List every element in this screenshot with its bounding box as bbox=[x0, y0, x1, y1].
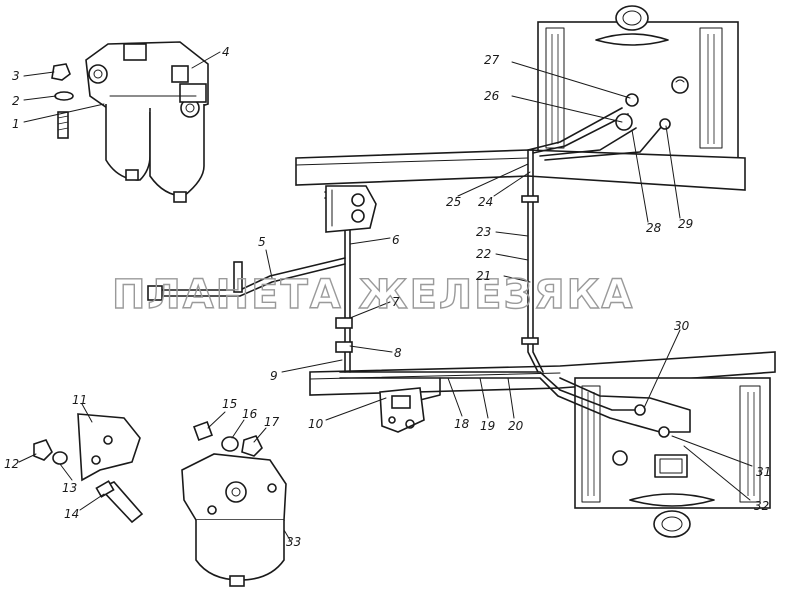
callout-6: 6 bbox=[392, 233, 400, 247]
upper-fuel-tank bbox=[537, 5, 739, 161]
washer-2 bbox=[54, 91, 74, 101]
callout-15: 15 bbox=[222, 397, 237, 411]
callout-5: 5 bbox=[258, 235, 266, 249]
callout-12: 12 bbox=[4, 457, 19, 471]
callout-29: 29 bbox=[678, 217, 693, 231]
callout-20: 20 bbox=[508, 419, 524, 433]
callout-32: 32 bbox=[754, 499, 769, 513]
callout-14: 14 bbox=[64, 507, 79, 521]
line-fittings bbox=[147, 93, 671, 438]
callout-16: 16 bbox=[242, 407, 258, 421]
single-fuel-filter bbox=[181, 421, 287, 587]
callout-18: 18 bbox=[454, 417, 470, 431]
callout-11: 11 bbox=[72, 393, 87, 407]
nut-3 bbox=[51, 63, 71, 81]
callout-7: 7 bbox=[392, 295, 400, 309]
upper-frame-rail bbox=[295, 149, 746, 191]
callout-30: 30 bbox=[674, 319, 690, 333]
double-fuel-filter bbox=[85, 41, 209, 203]
callout-28: 28 bbox=[646, 221, 662, 235]
callout-26: 26 bbox=[484, 89, 500, 103]
mounting-bracket bbox=[325, 185, 377, 233]
callout-4: 4 bbox=[222, 45, 230, 59]
callout-24: 24 bbox=[478, 195, 493, 209]
stud-1 bbox=[57, 111, 69, 139]
leader-lines bbox=[18, 51, 753, 541]
callout-numbers: 1 2 3 4 5 6 7 8 9 10 11 12 13 14 15 16 1… bbox=[4, 45, 771, 549]
callout-17: 17 bbox=[264, 415, 280, 429]
callout-31: 31 bbox=[756, 465, 771, 479]
callout-23: 23 bbox=[476, 225, 491, 239]
callout-21: 21 bbox=[476, 269, 491, 283]
callout-27: 27 bbox=[484, 53, 500, 67]
stud-washer-nut bbox=[51, 63, 74, 139]
callout-19: 19 bbox=[480, 419, 495, 433]
callout-33: 33 bbox=[286, 535, 301, 549]
bracket-assembly bbox=[33, 413, 144, 524]
callout-25a: 25 bbox=[446, 195, 461, 209]
callout-13: 13 bbox=[62, 481, 77, 495]
callout-10: 10 bbox=[308, 417, 324, 431]
watermark-text: ПЛАНЕТА ЖЕЛЕЗЯКА bbox=[112, 272, 634, 318]
callout-1: 1 bbox=[12, 117, 20, 131]
callout-3: 3 bbox=[12, 69, 20, 83]
callout-2: 2 bbox=[12, 94, 20, 108]
callout-22: 22 bbox=[476, 247, 491, 261]
lower-fuel-tank bbox=[574, 377, 771, 538]
callout-8: 8 bbox=[394, 346, 402, 360]
tank-cap-upper bbox=[615, 5, 649, 31]
tank-cap-lower bbox=[653, 510, 691, 538]
callout-9: 9 bbox=[270, 369, 278, 383]
fuel-tap-assembly bbox=[379, 387, 425, 433]
